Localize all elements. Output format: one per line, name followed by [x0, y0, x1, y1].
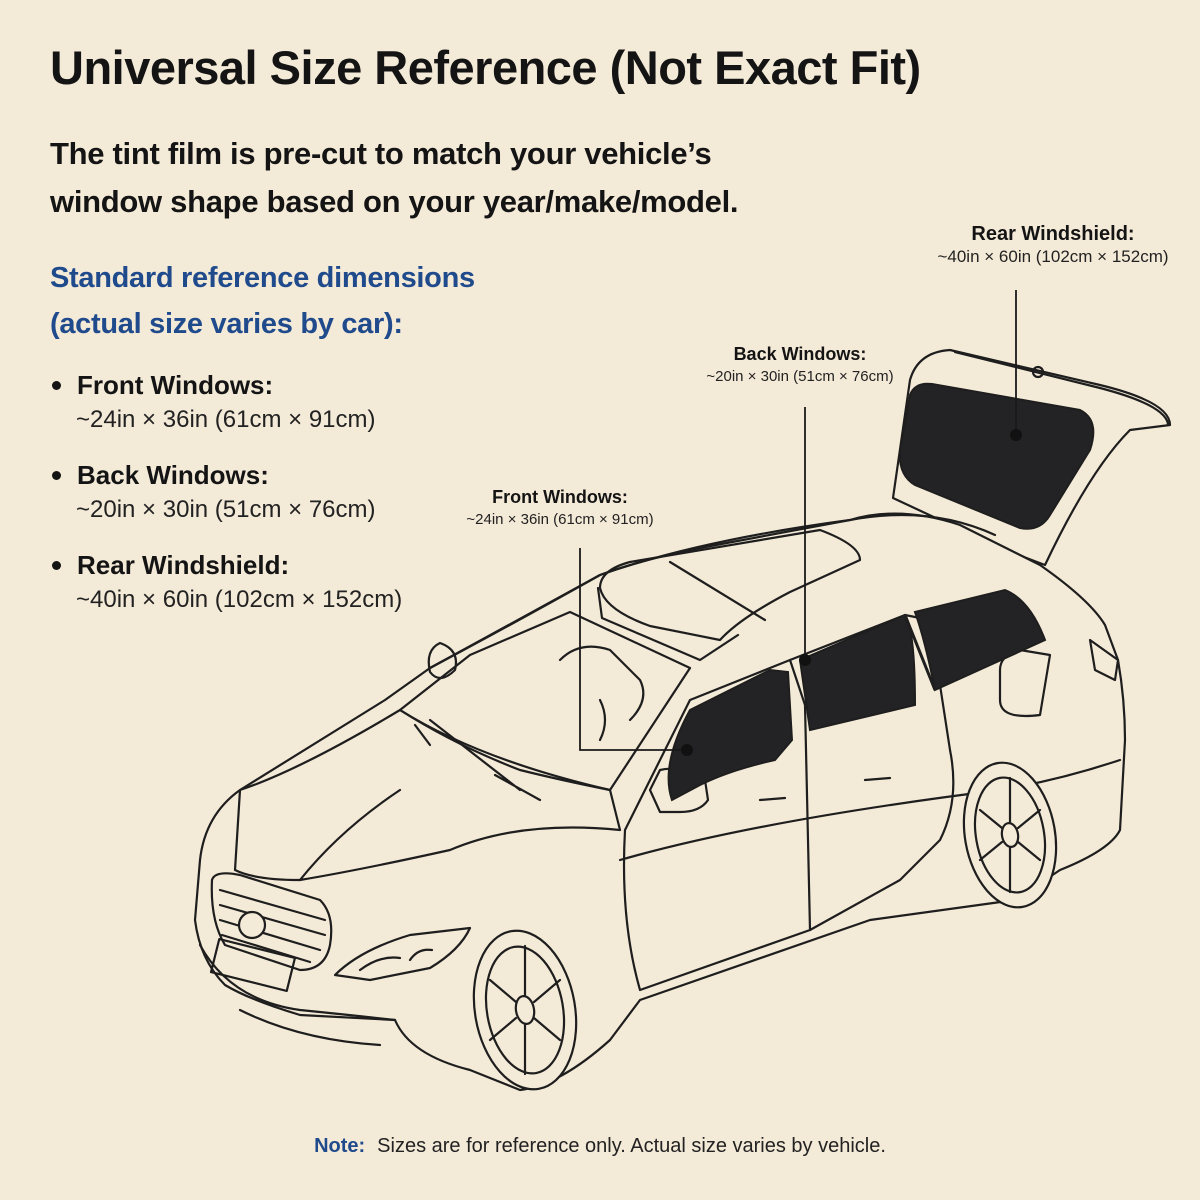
note-label: Note:: [314, 1135, 366, 1157]
list-item-front-windows: Front Windows: ~24in × 36in (61cm × 91cm…: [50, 368, 470, 438]
left-mirror: [427, 641, 458, 680]
front-grille: [210, 872, 333, 972]
page-title: Universal Size Reference (Not Exact Fit): [50, 41, 921, 94]
license-plate: [209, 937, 297, 993]
front-windows-marker: [681, 744, 693, 756]
tailgate-spoiler: [953, 350, 1170, 426]
back-windows-marker: [799, 654, 811, 666]
headlight: [333, 926, 472, 982]
bullet-dot-icon: [52, 470, 61, 480]
list-item-back-windows: Back Windows: ~20in × 30in (51cm × 76cm): [50, 458, 470, 528]
rear-windshield-marker: [1010, 429, 1022, 441]
rear-wheel: [962, 761, 1058, 909]
front-windows-label: Front Windows:: [77, 370, 274, 400]
rear-windshield-label: Rear Windshield:: [77, 550, 290, 580]
bullet-dot-icon: [52, 560, 61, 570]
back-windows-dimensions: ~20in × 30in (51cm × 76cm): [76, 496, 376, 523]
standard-heading-line-2: (actual size varies by car):: [50, 308, 403, 340]
front-door: [622, 658, 812, 992]
callout-rear-windshield-dimensions: ~40in × 60in (102cm × 152cm): [937, 247, 1169, 266]
bullet-dot-icon: [52, 380, 61, 390]
note-text: Sizes are for reference only. Actual siz…: [377, 1135, 886, 1157]
footer-note: Note: Sizes are for reference only. Actua…: [0, 1135, 1200, 1158]
standard-heading-line-1: Standard reference dimensions: [50, 262, 475, 294]
callout-rear-windshield-label: Rear Windshield:: [971, 223, 1135, 245]
callout-front-windows-dimensions: ~24in × 36in (61cm × 91cm): [466, 511, 654, 528]
sunroof: [598, 528, 862, 642]
subtitle: The tint film is pre-cut to match your v…: [50, 130, 750, 226]
back-windows-label: Back Windows:: [77, 460, 269, 490]
subtitle-line-2: window shape based on your year/make/mod…: [50, 184, 739, 219]
subtitle-line-1: The tint film is pre-cut to match your v…: [50, 136, 712, 171]
callout-back-windows-dimensions: ~20in × 30in (51cm × 76cm): [706, 368, 894, 385]
callout-front-windows-label: Front Windows:: [492, 487, 628, 507]
callout-rear-windshield: Rear Windshield: ~40in × 60in (102cm × 1…: [928, 222, 1178, 268]
rear-windshield-dimensions: ~40in × 60in (102cm × 152cm): [76, 586, 403, 613]
rear-windshield-tint: [898, 382, 1095, 530]
callout-back-windows: Back Windows: ~20in × 30in (51cm × 76cm): [695, 342, 905, 388]
front-window-tint: [667, 668, 794, 802]
standard-dimensions-heading: Standard reference dimensions (actual si…: [50, 255, 530, 347]
list-item-rear-windshield: Rear Windshield: ~40in × 60in (102cm × 1…: [50, 548, 470, 618]
callout-front-windows: Front Windows: ~24in × 36in (61cm × 91cm…: [455, 485, 665, 531]
front-windows-leader: [579, 548, 687, 751]
roof-line: [428, 513, 997, 670]
callout-back-windows-label: Back Windows:: [733, 344, 867, 364]
front-windows-dimensions: ~24in × 36in (61cm × 91cm): [76, 406, 376, 433]
rear-door: [788, 613, 955, 932]
front-wheel: [472, 929, 578, 1091]
dimension-list: Front Windows: ~24in × 36in (61cm × 91cm…: [50, 368, 470, 638]
rear-quarter-window-tint: [913, 588, 1047, 692]
